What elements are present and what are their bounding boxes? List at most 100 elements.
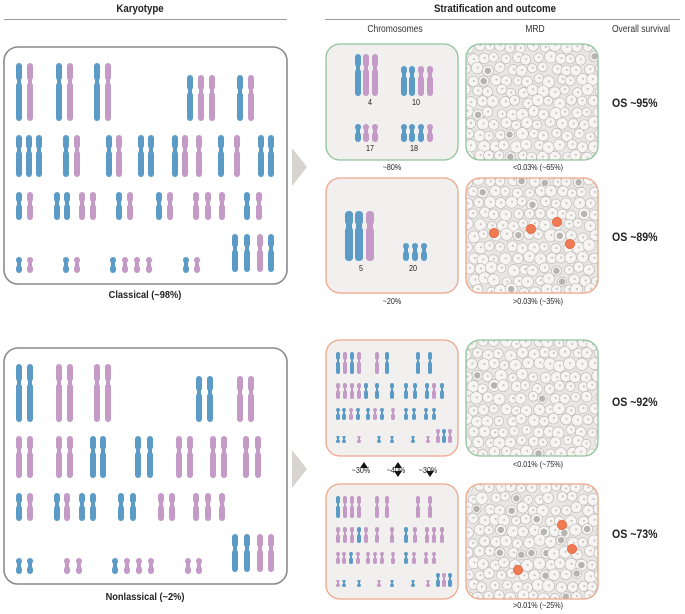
chromosome	[448, 429, 452, 443]
chromosome	[64, 493, 70, 521]
chromosome	[391, 552, 395, 564]
chromosome	[409, 124, 415, 142]
chromosome	[336, 383, 340, 399]
chromosome	[124, 558, 130, 574]
chromosome	[336, 436, 340, 443]
chromosome	[350, 352, 354, 374]
chromosome	[355, 211, 363, 261]
chromosome	[185, 558, 191, 574]
chromosome	[426, 436, 430, 443]
chromosome	[268, 534, 274, 572]
chromosome	[268, 234, 274, 272]
chromosome	[336, 527, 340, 543]
chromosome	[375, 383, 379, 399]
blast-cell	[557, 520, 568, 531]
chromosome	[136, 558, 142, 574]
chromosome	[428, 496, 432, 518]
chromosome	[442, 573, 446, 587]
chromosome	[248, 75, 254, 121]
chromosome	[183, 257, 189, 273]
chromosome	[418, 66, 424, 96]
blast-cell	[488, 227, 499, 238]
chromosome	[248, 376, 254, 422]
chromosome	[196, 135, 202, 177]
mrd-micrograph	[466, 44, 598, 160]
chromosome	[336, 352, 340, 374]
chromosome	[209, 75, 215, 121]
chromosome	[404, 408, 408, 420]
blast-cell	[565, 238, 576, 249]
chromosome	[336, 580, 340, 587]
chromosome	[380, 408, 384, 420]
chromosome	[148, 135, 154, 177]
chromosome	[390, 383, 394, 399]
blast-cell	[567, 544, 578, 555]
share-label: ~80%	[382, 163, 402, 172]
karyotype-panel-nonclassical	[3, 347, 288, 585]
os-value: OS ~95%	[612, 96, 658, 110]
chrom-label: 10	[411, 98, 421, 107]
chromosome	[90, 192, 96, 220]
chromosome	[67, 364, 73, 422]
chromosome	[436, 573, 440, 587]
os-value: OS ~92%	[612, 395, 658, 409]
chromosome	[409, 66, 415, 96]
chromosome	[343, 527, 347, 543]
chromosome	[182, 135, 188, 177]
karyotype-header-rule	[4, 19, 287, 20]
chromosome	[428, 352, 432, 374]
chrom-label: 4	[367, 98, 372, 107]
mrd-label: <0.01% (~75%)	[512, 460, 564, 469]
chromosome	[27, 63, 33, 121]
chromosome	[54, 493, 60, 521]
mrd-panel-border	[465, 339, 599, 457]
chromosome	[234, 135, 240, 177]
chromosome	[67, 63, 73, 121]
chromosome	[416, 352, 420, 374]
chromosome	[100, 436, 106, 478]
chromosome	[424, 408, 428, 420]
chromosome	[268, 135, 274, 177]
chromosome	[404, 383, 408, 399]
chromosome	[404, 527, 408, 543]
chromosome	[116, 192, 122, 220]
chromosome	[375, 352, 379, 374]
chromosome	[105, 364, 111, 422]
chromosome	[63, 257, 69, 273]
chromosome	[56, 63, 62, 121]
chromosome	[26, 135, 32, 177]
share-label: ~30%	[351, 466, 371, 475]
chromosome	[130, 493, 136, 521]
chromosome	[412, 552, 416, 564]
chromosome	[16, 257, 22, 273]
chromosome	[373, 408, 377, 420]
chromosome	[448, 573, 452, 587]
mrd-panel-border	[465, 483, 599, 600]
chromosome	[176, 436, 182, 478]
blast-cell	[513, 565, 524, 576]
chromosome	[74, 135, 80, 177]
chromosome	[432, 383, 436, 399]
chromosome	[401, 124, 407, 142]
chromosome	[94, 364, 100, 422]
share-label: ~40%	[386, 466, 406, 475]
chromosome	[105, 63, 111, 121]
chromosome	[343, 352, 347, 374]
chromosome	[56, 436, 62, 478]
chromosome	[116, 135, 122, 177]
chromosome	[404, 552, 408, 564]
os-value: OS ~73%	[612, 527, 658, 541]
chromosome	[56, 364, 62, 422]
chromosome	[134, 257, 140, 273]
chromosome	[205, 192, 211, 220]
chromosome	[416, 496, 420, 518]
chromosome	[198, 75, 204, 121]
chromosome	[385, 496, 389, 518]
chromosome	[158, 493, 164, 521]
chromosome	[413, 527, 417, 543]
chromosome	[16, 135, 22, 177]
chromosome	[364, 527, 368, 543]
chromosome	[148, 558, 154, 574]
chromosome	[372, 124, 378, 142]
